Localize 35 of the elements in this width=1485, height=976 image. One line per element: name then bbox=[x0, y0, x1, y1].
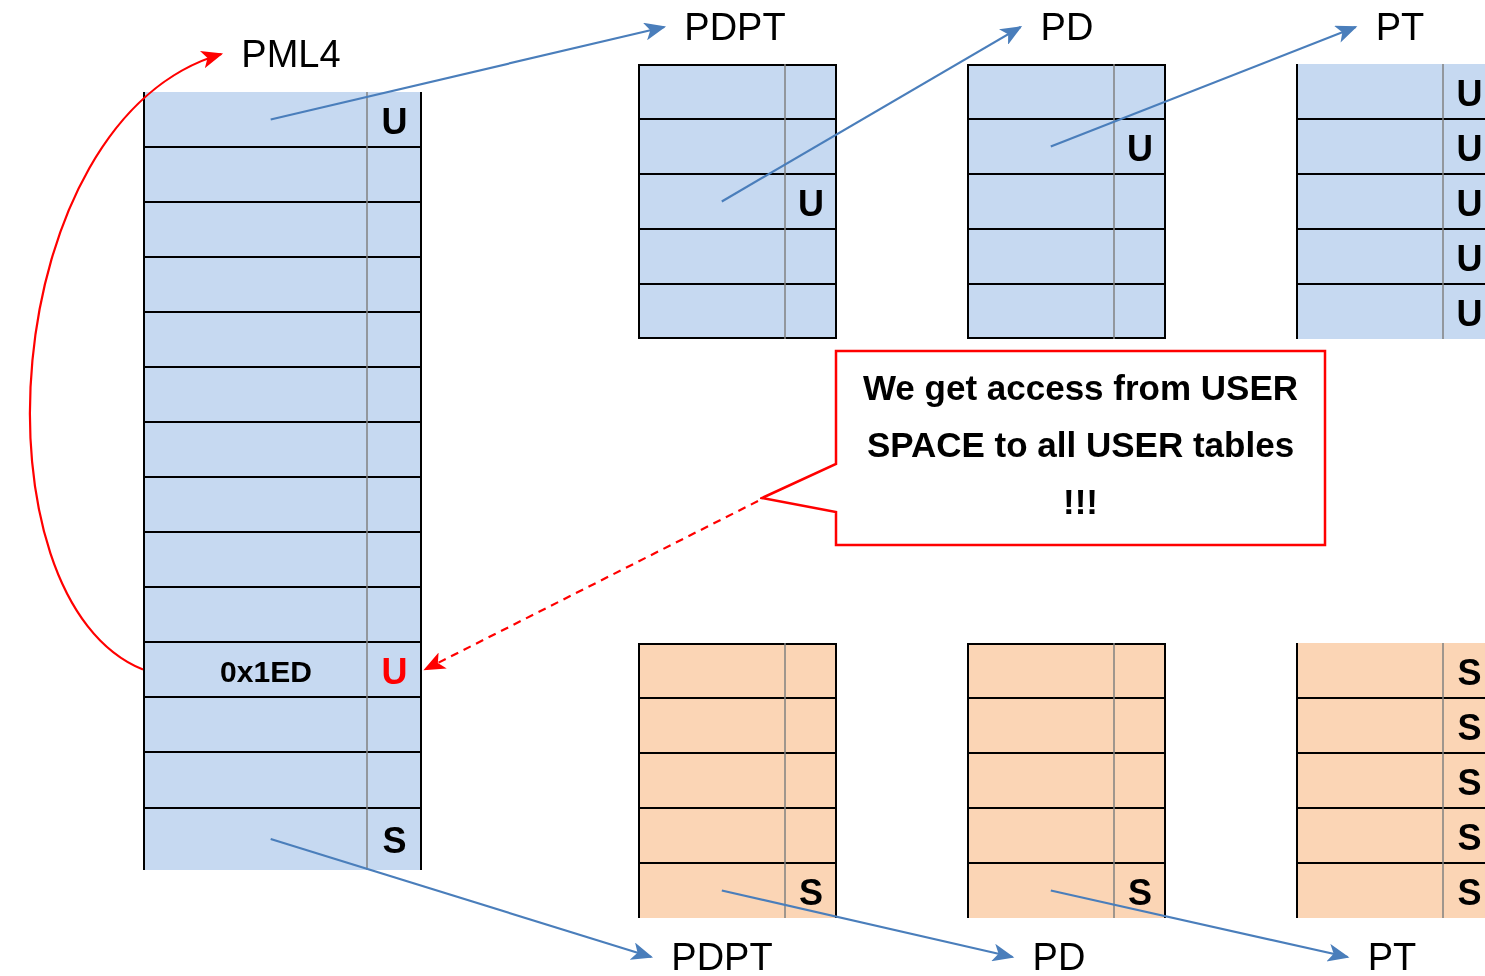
flag-label: S bbox=[1128, 874, 1152, 911]
table-title: PT bbox=[1367, 938, 1417, 976]
arrow bbox=[29, 53, 223, 671]
callout-box bbox=[760, 349, 1328, 547]
arrow bbox=[721, 26, 1023, 203]
flag-label: S bbox=[1457, 709, 1482, 746]
flag-label: S bbox=[799, 874, 823, 911]
arrow bbox=[721, 889, 1015, 962]
table-title: PDPT bbox=[684, 8, 786, 46]
arrow bbox=[270, 837, 654, 960]
flag-label: U bbox=[798, 185, 824, 222]
table-title: PD bbox=[1032, 938, 1086, 976]
table-title: PT bbox=[1375, 8, 1425, 46]
address-label: 0x1ED bbox=[220, 656, 312, 687]
table-title: PDPT bbox=[671, 938, 773, 976]
flag-label: U bbox=[1456, 295, 1483, 332]
flag-label: U bbox=[1456, 185, 1483, 222]
flag-label: S bbox=[1457, 874, 1482, 911]
flag-label: U bbox=[1127, 130, 1153, 167]
flag-label: U bbox=[381, 103, 408, 140]
flag-label: S bbox=[1457, 764, 1482, 801]
flag-label: U bbox=[1456, 130, 1483, 167]
flag-label: S bbox=[382, 823, 407, 859]
callout-text: We get access from USER SPACE to all USER tables !!! bbox=[861, 367, 1300, 523]
table-title: PD bbox=[1040, 8, 1094, 46]
arrow bbox=[1050, 889, 1350, 962]
table-title: PML4 bbox=[241, 35, 341, 73]
flag-label: S bbox=[1457, 819, 1482, 856]
flag-label: S bbox=[1457, 654, 1482, 691]
flag-label: U bbox=[1456, 75, 1483, 112]
flag-label: U bbox=[1456, 240, 1483, 277]
arrow bbox=[270, 22, 667, 121]
arrow bbox=[423, 500, 759, 671]
arrow bbox=[1050, 25, 1358, 148]
flag-label: U bbox=[381, 653, 408, 690]
